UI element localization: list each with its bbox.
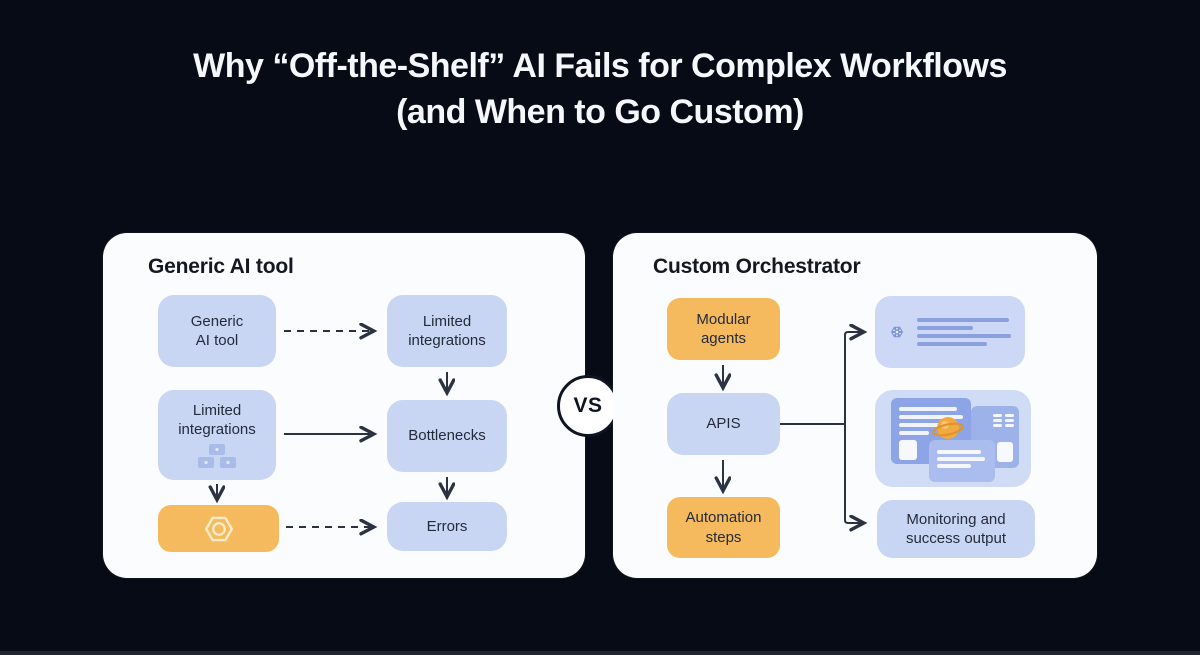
stacked-blocks-icon xyxy=(198,443,236,468)
node-automation-steps-label: Automation steps xyxy=(685,509,762,546)
node-errors: Errors xyxy=(387,502,507,551)
network-hexagon-icon xyxy=(891,326,903,338)
connector-branch-up xyxy=(844,332,863,424)
document-icon xyxy=(899,440,917,460)
node-generic-ai-tool-label: Generic AI tool xyxy=(190,312,244,350)
vs-badge-label: VS xyxy=(573,394,603,417)
node-hexagon-gear xyxy=(158,505,279,552)
node-bottlenecks: Bottlenecks xyxy=(387,400,507,472)
node-errors-label: Errors xyxy=(426,517,468,535)
bottom-edge-bar xyxy=(0,651,1200,655)
custom-orchestrator-panel: Custom Orchestrator Modular agents APIS … xyxy=(613,233,1097,578)
page-title: Why “Off-the-Shelf” AI Fails for Complex… xyxy=(0,44,1200,136)
donut-chart-icon xyxy=(932,417,964,439)
agents-feature-textlines xyxy=(917,314,1011,350)
illustration-bottom-card xyxy=(929,440,995,482)
node-limited-integrations-mid-label: Limited integrations xyxy=(178,401,256,439)
document-icon xyxy=(997,442,1013,462)
node-limited-integrations-mid: Limited integrations xyxy=(158,390,276,480)
node-modular-agents: Modular agents xyxy=(667,298,780,360)
dashboard-illustration xyxy=(875,390,1031,487)
node-apis-label: APIS xyxy=(706,415,741,433)
title-line-2: (and When to Go Custom) xyxy=(396,92,804,131)
orchestrator-panel-heading: Custom Orchestrator xyxy=(653,255,861,278)
node-automation-steps: Automation steps xyxy=(667,497,780,558)
vs-badge: VS xyxy=(557,375,619,437)
generic-ai-panel: Generic AI tool Generic AI tool Limited … xyxy=(103,233,585,578)
title-line-1: Why “Off-the-Shelf” AI Fails for Complex… xyxy=(193,47,1007,85)
agents-feature-card xyxy=(875,296,1025,368)
node-monitoring-output-label: Monitoring and success output xyxy=(905,510,1007,548)
node-apis: APIS xyxy=(667,393,780,455)
node-generic-ai-tool: Generic AI tool xyxy=(158,295,276,367)
node-monitoring-output: Monitoring and success output xyxy=(877,500,1035,558)
generic-panel-heading: Generic AI tool xyxy=(148,255,294,278)
node-limited-integrations-top-label: Limited integrations xyxy=(408,312,486,350)
connector-branch-down xyxy=(844,424,863,523)
node-bottlenecks-label: Bottlenecks xyxy=(408,427,486,445)
node-modular-agents-label: Modular agents xyxy=(696,310,751,348)
node-limited-integrations-top: Limited integrations xyxy=(387,295,507,367)
hexagon-gear-icon xyxy=(204,516,233,541)
